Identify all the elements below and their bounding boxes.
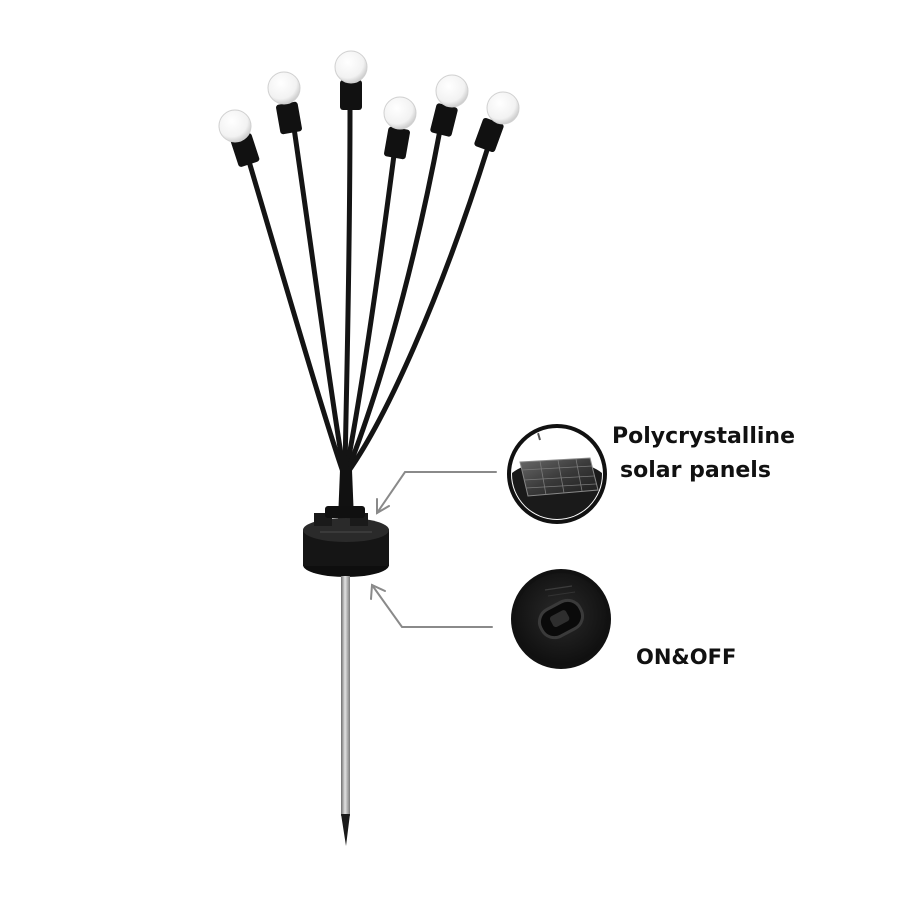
switch-arrow-head	[370, 583, 386, 600]
bulb-1	[218, 109, 260, 167]
stem-1	[245, 155, 346, 475]
on-off-switch-label: ON&OFF	[636, 645, 737, 669]
solar-panel-label: Polycrystalline solar panels	[612, 420, 812, 488]
solar-panel-label-line1: Polycrystalline	[612, 424, 796, 449]
bulb-2	[267, 71, 302, 135]
stem-3	[342, 105, 353, 475]
solar-panel-closeup-icon	[507, 424, 607, 524]
bulb-4	[383, 96, 417, 160]
stem-5	[344, 127, 443, 475]
solar-arrow	[376, 471, 497, 514]
solar-arrow-head	[376, 498, 390, 515]
stem-2	[291, 125, 347, 475]
switch-arrow	[371, 584, 493, 628]
solar-base	[303, 506, 389, 577]
stem-4	[343, 152, 397, 475]
callout-arrows	[370, 471, 497, 628]
solar-panel-label-line2: solar panels	[620, 458, 771, 483]
bulb-3	[334, 50, 368, 110]
bulbs	[218, 50, 520, 167]
stems	[245, 105, 491, 475]
stem-6	[345, 144, 491, 475]
bulb-6	[474, 91, 520, 153]
power-switch-closeup-icon	[511, 569, 611, 669]
ground-stake	[341, 576, 350, 846]
bulb-5	[430, 74, 469, 137]
